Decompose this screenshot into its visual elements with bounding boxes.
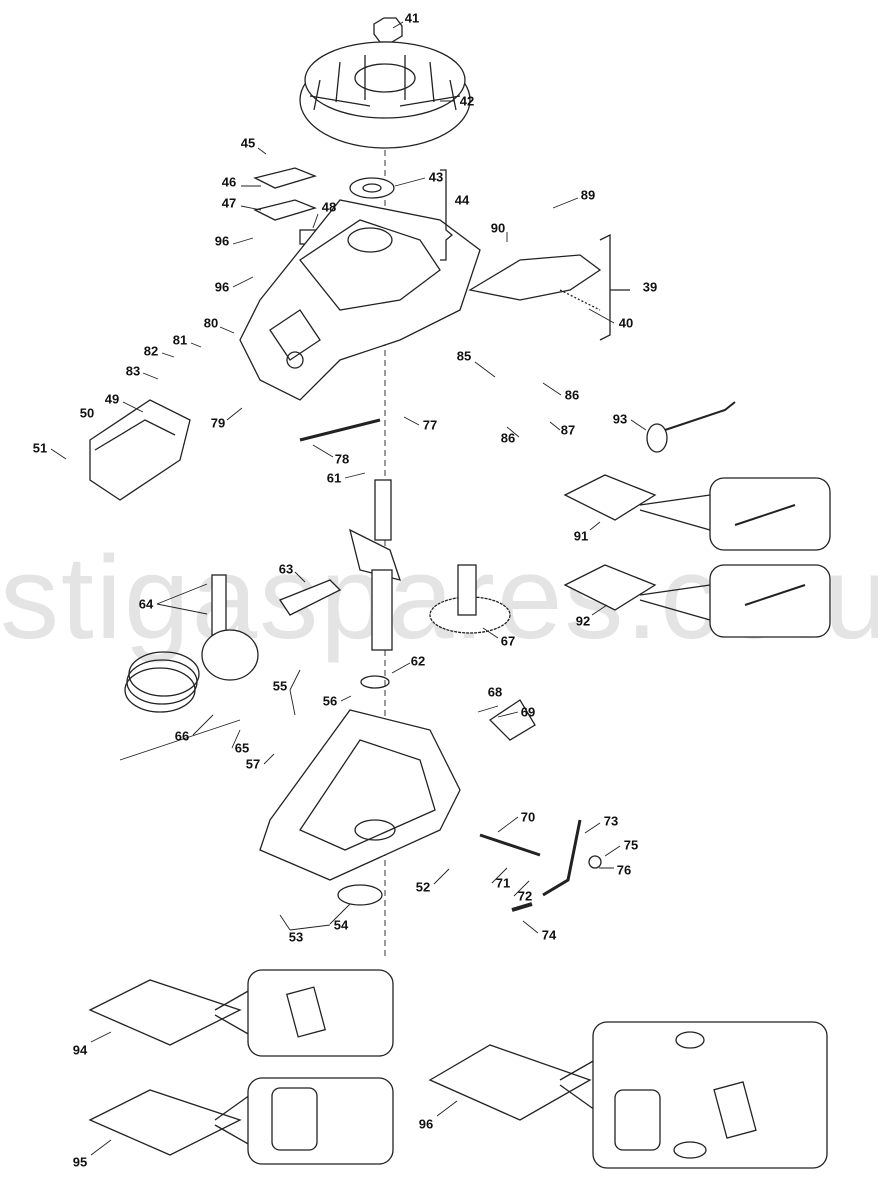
callout-43[interactable]: 43: [428, 169, 444, 185]
callout-79[interactable]: 79: [210, 415, 226, 431]
callout-75[interactable]: 75: [623, 837, 639, 853]
callout-70[interactable]: 70: [520, 809, 536, 825]
callout-85[interactable]: 85: [456, 348, 472, 364]
callout-55[interactable]: 55: [272, 678, 288, 694]
callout-box-96: [592, 1021, 828, 1169]
part-75: [588, 855, 602, 869]
callout-64[interactable]: 64: [138, 596, 154, 612]
callout-54[interactable]: 54: [333, 917, 349, 933]
callout-box-95: [247, 1077, 394, 1165]
part-43-seal: [349, 177, 395, 199]
part-73-lever: [542, 819, 582, 897]
callout-65[interactable]: 65: [234, 740, 250, 756]
part-94-gasket-kit: [88, 979, 242, 1046]
callout-49[interactable]: 49: [104, 391, 120, 407]
callout-40[interactable]: 40: [618, 315, 634, 331]
callout-53[interactable]: 53: [288, 929, 304, 945]
part-53-sump: [259, 709, 461, 881]
callout-92[interactable]: 92: [575, 613, 591, 629]
part-46-plate: [253, 167, 317, 189]
part-50-rocker-cover: [89, 399, 191, 501]
part-93-spring: [646, 423, 668, 453]
callout-69[interactable]: 69: [520, 704, 536, 720]
part-74-bolt: [511, 902, 533, 912]
part-91-bag: [563, 474, 657, 521]
part-96-gasket-set: [428, 1044, 592, 1121]
callout-94[interactable]: 94: [72, 1042, 88, 1058]
callout-66[interactable]: 66: [174, 728, 190, 744]
callout-44[interactable]: 44: [454, 192, 470, 208]
part-47-gasket: [253, 199, 317, 221]
part-67-camshaft-gear: [429, 564, 511, 634]
callout-61[interactable]: 61: [326, 470, 342, 486]
callout-68[interactable]: 68: [487, 684, 503, 700]
callout-67[interactable]: 67: [500, 633, 516, 649]
callout-63[interactable]: 63: [278, 561, 294, 577]
callout-51[interactable]: 51: [32, 440, 48, 456]
callout-96[interactable]: 96: [418, 1116, 434, 1132]
callout-62[interactable]: 62: [410, 653, 426, 669]
callout-45[interactable]: 45: [240, 135, 256, 151]
callout-82[interactable]: 82: [143, 343, 159, 359]
callout-72[interactable]: 72: [517, 888, 533, 904]
callout-81[interactable]: 81: [172, 332, 188, 348]
callout-57[interactable]: 57: [245, 756, 261, 772]
part-66-piston-rings: [124, 651, 200, 713]
piston: [201, 629, 259, 681]
callout-76[interactable]: 76: [616, 862, 632, 878]
part-69-oil-pump: [488, 699, 536, 741]
callout-41[interactable]: 41: [404, 10, 420, 26]
callout-89[interactable]: 89: [580, 187, 596, 203]
callout-95[interactable]: 95: [72, 1154, 88, 1170]
part-39-governor-assembly: [468, 254, 602, 311]
callout-96[interactable]: 96: [214, 279, 230, 295]
part-61-crankshaft: [349, 479, 401, 651]
callout-86[interactable]: 86: [500, 430, 516, 446]
callout-74[interactable]: 74: [541, 927, 557, 943]
callout-42[interactable]: 42: [459, 93, 475, 109]
part-63-connecting-rod: [279, 579, 342, 616]
callout-47[interactable]: 47: [221, 195, 237, 211]
callout-50[interactable]: 50: [79, 405, 95, 421]
part-92-bag: [563, 564, 657, 611]
callout-80[interactable]: 80: [203, 315, 219, 331]
part-62-seal: [360, 675, 390, 689]
callout-52[interactable]: 52: [415, 879, 431, 895]
callout-46[interactable]: 46: [221, 174, 237, 190]
callout-93[interactable]: 93: [612, 411, 628, 427]
part-41-nut: [373, 17, 403, 43]
part-78-pushrod: [299, 418, 381, 442]
callout-73[interactable]: 73: [603, 813, 619, 829]
callout-87[interactable]: 87: [560, 422, 576, 438]
callout-90[interactable]: 90: [490, 220, 506, 236]
valve: [664, 401, 736, 431]
crankcase-block: [239, 199, 481, 401]
callout-77[interactable]: 77: [422, 417, 438, 433]
callout-96[interactable]: 96: [214, 233, 230, 249]
bracket-44: [440, 169, 454, 261]
callout-91[interactable]: 91: [573, 528, 589, 544]
part-42-flywheel: [299, 41, 471, 149]
callout-71[interactable]: 71: [495, 875, 511, 891]
callout-56[interactable]: 56: [322, 693, 338, 709]
part-54-seal: [337, 884, 383, 906]
callout-83[interactable]: 83: [125, 363, 141, 379]
part-64-pin: [211, 574, 227, 636]
callout-48[interactable]: 48: [321, 199, 337, 215]
callout-78[interactable]: 78: [334, 451, 350, 467]
part-95-gasket-kit: [88, 1089, 242, 1156]
callout-86[interactable]: 86: [564, 387, 580, 403]
callout-box-92: [709, 564, 831, 638]
part-70-shaft: [479, 833, 541, 857]
bracket-39: [599, 233, 630, 341]
callout-39[interactable]: 39: [642, 279, 658, 295]
